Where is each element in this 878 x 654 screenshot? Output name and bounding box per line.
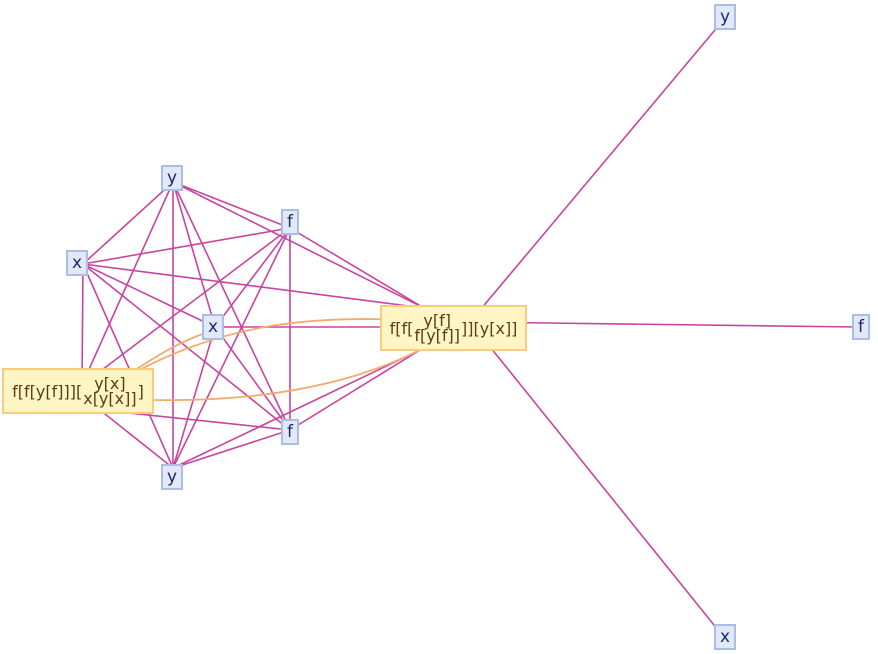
node-label: y: [166, 466, 178, 487]
edge-f_upper-tree_left: [81, 227, 291, 386]
node-label: y: [166, 167, 178, 188]
expression-upper: y[f]: [423, 310, 451, 330]
edge-y_top-tree_left: [81, 181, 174, 386]
expression-suffix: ]: [137, 381, 144, 401]
node-x-center[interactable]: x: [202, 314, 224, 340]
edge-x_center-f_lower: [214, 326, 291, 431]
edge-x_left-f_lower: [82, 263, 291, 431]
edge-y_bottom-tree_right: [172, 349, 421, 469]
edge-f_upper-x_left: [82, 227, 291, 265]
node-label: f: [858, 316, 864, 337]
node-x-left[interactable]: x: [66, 250, 88, 276]
edge-x_left-x_center: [82, 263, 216, 328]
edge-f_upper-y_bottom: [172, 227, 291, 469]
edge-tree_right-y_far: [469, 23, 721, 323]
node-y-top[interactable]: y: [161, 165, 183, 191]
node-tree-right[interactable]: f[f[ y[f] f[y[f]] ]][y[x]]: [380, 305, 527, 351]
node-label: x: [207, 316, 219, 337]
expression-argument-stack: y[x] x[y[x]]: [83, 373, 137, 408]
edge-f_lower-tree_right: [289, 349, 421, 431]
node-f-lower[interactable]: f: [281, 419, 299, 445]
edge-f_lower-y_bottom: [172, 429, 291, 469]
edge-y_top-f_upper: [172, 181, 291, 229]
expression: f[f[ y[f] f[y[f]] ]][y[x]]: [389, 310, 518, 345]
edge-y_top-x_center: [172, 181, 216, 328]
edge-tree_right-f_far: [469, 321, 857, 328]
edge-tree_right-x_far: [469, 321, 719, 631]
expression-prefix: f[f[: [389, 318, 414, 338]
expression-argument-stack: y[f] f[y[f]]: [414, 310, 461, 345]
node-x-far[interactable]: x: [714, 624, 736, 650]
edge-y_top-tree_right: [172, 181, 425, 309]
node-y-bottom[interactable]: y: [161, 464, 183, 490]
expression-suffix: ]][y[x]]: [461, 318, 518, 338]
highlight-edge-tree_left-tree_right-lower: [151, 349, 421, 402]
node-label: f: [287, 211, 293, 232]
edge-x_left-tree_left: [81, 263, 84, 386]
expression-lower: x[y[x]]: [83, 389, 137, 408]
node-label: f: [287, 421, 293, 442]
edge-x_left-y_bottom: [82, 263, 174, 469]
expression-prefix: f[f[y[f]]][: [12, 381, 83, 401]
node-f-upper[interactable]: f: [281, 209, 299, 235]
node-label: x: [719, 626, 731, 647]
expression-upper: y[x]: [94, 373, 126, 393]
edge-x_center-y_bottom: [172, 326, 216, 469]
node-label: y: [719, 6, 731, 27]
expression-lower: f[y[f]]: [414, 326, 461, 345]
expression: f[f[y[f]]][ y[x] x[y[x]] ]: [12, 373, 144, 408]
node-tree-left[interactable]: f[f[y[f]]][ y[x] x[y[x]] ]: [2, 368, 154, 414]
node-label: x: [71, 252, 83, 273]
edge-f_upper-x_center: [214, 227, 291, 328]
node-f-far[interactable]: f: [852, 314, 870, 340]
edge-y_bottom-tree_left: [99, 409, 174, 469]
edge-x_left-tree_right: [82, 263, 425, 309]
edge-f_upper-tree_right: [289, 227, 425, 309]
node-y-far[interactable]: y: [714, 4, 736, 30]
edge-y_top-x_left: [82, 181, 174, 265]
